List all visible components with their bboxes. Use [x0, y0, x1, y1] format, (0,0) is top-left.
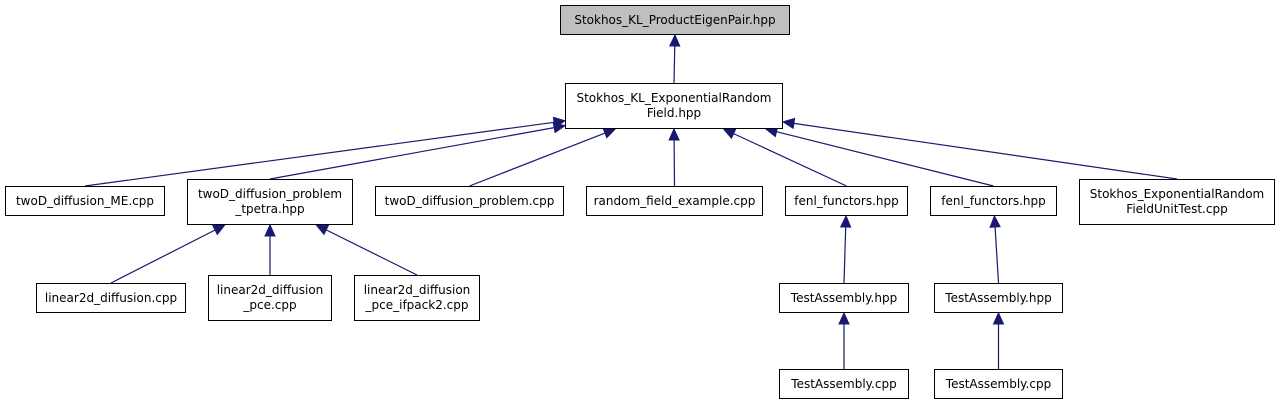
node-testassembly-cpp-2[interactable]: TestAssembly.cpp: [934, 369, 1063, 399]
edge-exp_field-to-root: [673, 45, 676, 84]
node-label: linear2d_diffusion: [216, 283, 324, 297]
node-twod-diffusion-problem-cpp[interactable]: twoD_diffusion_problem.cpp: [375, 186, 564, 216]
node-label: fenl_functors.hpp: [941, 193, 1046, 208]
edge-arrowhead: [838, 311, 850, 325]
edge-arrowhead: [722, 128, 737, 140]
node-stokhos-exponentialrandomfieldunittest-cpp[interactable]: Stokhos_ExponentialRandom FieldUnitTest.…: [1079, 179, 1275, 225]
node-twod-diffusion-me-cpp[interactable]: twoD_diffusion_ME.cpp: [5, 186, 165, 216]
edge-arrowhead: [668, 127, 680, 141]
node-label: fenl_functors.hpp: [794, 193, 899, 208]
edge-ta_hpp1-to-fenl1: [843, 226, 847, 284]
edge-fenl1-to-exp_field: [733, 133, 847, 187]
node-label: TestAssembly.hpp: [945, 290, 1052, 305]
node-testassembly-hpp-1[interactable]: TestAssembly.hpp: [779, 283, 909, 313]
node-fenl-functors-hpp-2[interactable]: fenl_functors.hpp: [930, 186, 1057, 216]
node-label: linear2d_diffusion: [363, 283, 471, 297]
edge-ta_hpp2-to-fenl2: [994, 226, 1000, 284]
node-label: FieldUnitTest.cpp: [1126, 202, 1228, 216]
node-stokhos-kl-exponentialrandomfield-hpp[interactable]: Stokhos_KL_ExponentialRandom Field.hpp: [565, 83, 783, 129]
edge-arrowhead: [211, 224, 226, 236]
node-label: _tpetra.hpp: [235, 202, 305, 216]
edge-arrowhead: [989, 214, 1001, 228]
edge-arrowhead: [839, 214, 852, 228]
node-label: linear2d_diffusion.cpp: [44, 290, 178, 305]
edge-exp_unit-to-exp_field: [793, 122, 1178, 180]
node-label: twoD_diffusion_problem: [197, 187, 343, 201]
edge-arrowhead: [315, 224, 330, 236]
edge-twod_problem-to-exp_field: [469, 132, 606, 187]
node-label: _pce_ifpack2.cpp: [365, 298, 469, 312]
edge-arrowhead: [992, 311, 1005, 325]
node-label: _pce.cpp: [243, 298, 297, 312]
node-fenl-functors-hpp-1[interactable]: fenl_functors.hpp: [785, 186, 908, 216]
edge-arrowhead: [552, 122, 567, 134]
edge-lin_ifpack-to-twod_tpetra: [325, 229, 418, 276]
node-testassembly-hpp-2[interactable]: TestAssembly.hpp: [934, 283, 1063, 313]
node-label: Field.hpp: [646, 106, 702, 120]
node-label: Stokhos_KL_ExponentialRandom: [576, 91, 772, 105]
node-label: TestAssembly.hpp: [790, 290, 898, 305]
edge-twod_tpetra-to-exp_field: [269, 127, 555, 180]
edge-arrowhead: [668, 33, 681, 47]
edge-fenl2-to-exp_field: [776, 131, 994, 187]
edge-arrowhead: [264, 223, 276, 237]
node-label: twoD_diffusion_problem.cpp: [384, 193, 555, 208]
edge-arrowhead: [781, 117, 796, 130]
node-linear2d-diffusion-pce-ifpack2-cpp[interactable]: linear2d_diffusion _pce_ifpack2.cpp: [354, 275, 480, 321]
edge-twod_me-to-exp_field: [84, 121, 555, 187]
node-linear2d-diffusion-pce-cpp[interactable]: linear2d_diffusion _pce.cpp: [208, 275, 332, 321]
node-testassembly-cpp-1[interactable]: TestAssembly.cpp: [779, 369, 909, 399]
node-label: Stokhos_KL_ProductEigenPair.hpp: [574, 12, 776, 27]
node-twod-diffusion-problem-tpetra-hpp[interactable]: twoD_diffusion_problem _tpetra.hpp: [187, 179, 353, 225]
node-stokhos-kl-producteigenpair-hpp: Stokhos_KL_ProductEigenPair.hpp: [560, 5, 790, 35]
node-label: twoD_diffusion_ME.cpp: [15, 193, 155, 208]
node-label: TestAssembly.cpp: [945, 376, 1052, 391]
edge-arrowhead: [602, 127, 617, 139]
edge-lin_diff-to-twod_tpetra: [110, 229, 216, 284]
node-label: TestAssembly.cpp: [791, 376, 897, 391]
node-random-field-example-cpp[interactable]: random_field_example.cpp: [586, 186, 763, 216]
node-label: random_field_example.cpp: [593, 193, 756, 208]
node-label: Stokhos_ExponentialRandom: [1089, 187, 1265, 201]
node-linear2d-diffusion-cpp[interactable]: linear2d_diffusion.cpp: [36, 283, 186, 313]
